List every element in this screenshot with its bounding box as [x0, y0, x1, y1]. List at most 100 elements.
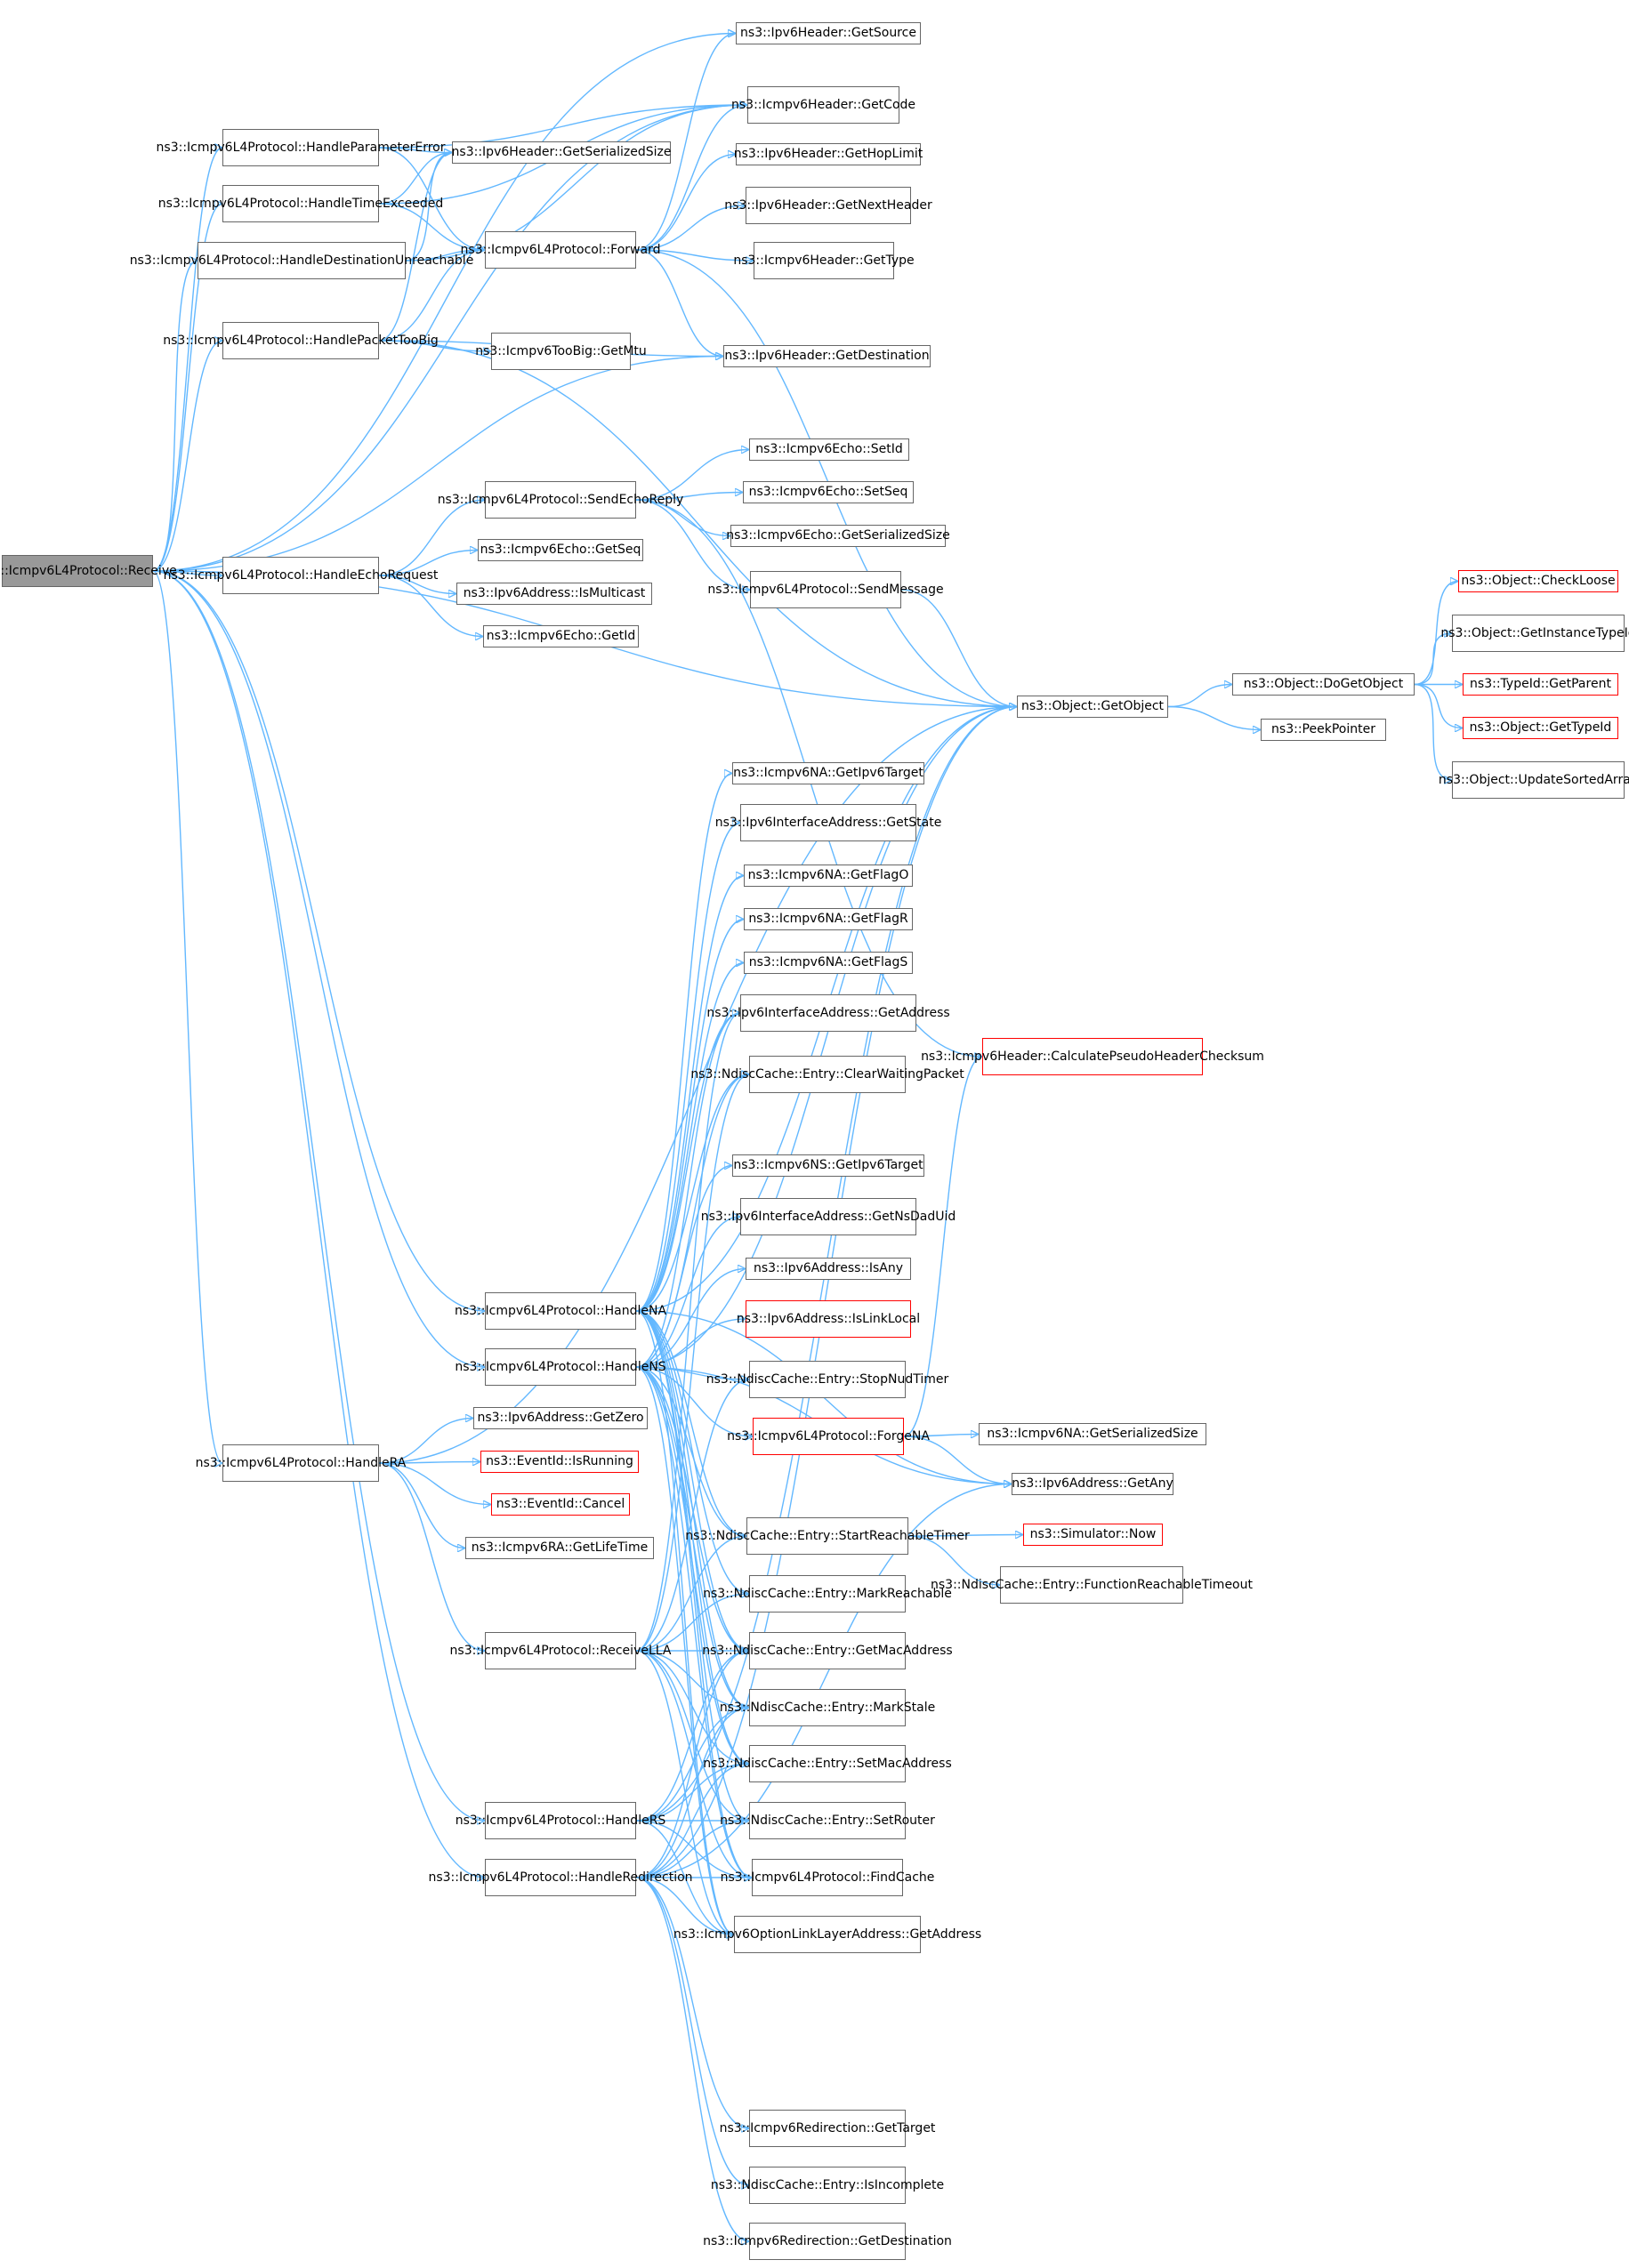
node-handlers[interactable]: ns3::Icmpv6L4Protocol::HandleRS	[456, 1802, 665, 1839]
node-icmpv6echo-setid[interactable]: ns3::Icmpv6Echo::SetId	[749, 438, 909, 461]
node-simulator-now[interactable]: ns3::Simulator::Now	[1023, 1524, 1163, 1546]
call-edge-receive_lla-to-set_mac_address	[635, 1650, 749, 1764]
node-ipv6header-gethoplimit[interactable]: ns3::Ipv6Header::GetHopLimit	[734, 143, 923, 165]
node-ipv6header-getdestination[interactable]: ns3::Ipv6Header::GetDestination	[723, 345, 931, 367]
node-sendmessage[interactable]: ns3::Icmpv6L4Protocol::SendMessage	[707, 571, 944, 608]
call-edge-handle_echo_request-to-echo_get_id	[378, 575, 483, 637]
call-edge-handle_redirection-to-get_any	[635, 1484, 1012, 1878]
node-object-gettypeid[interactable]: ns3::Object::GetTypeId	[1463, 717, 1618, 739]
call-edge-handle_ra-to-receive_lla	[378, 1462, 485, 1651]
node-ndisccache-entry-markstale[interactable]: ns3::NdiscCache::Entry::MarkStale	[720, 1689, 935, 1726]
node-eventid-cancel[interactable]: ns3::EventId::Cancel	[491, 1493, 630, 1516]
node-ipv6address-getzero[interactable]: ns3::Ipv6Address::GetZero	[473, 1407, 648, 1429]
node-object-getinstancetypeid[interactable]: ns3::Object::GetInstanceTypeId	[1440, 615, 1629, 652]
node-handlena[interactable]: ns3::Icmpv6L4Protocol::HandleNA	[455, 1292, 666, 1330]
call-edge-handle_redirection-to-set_mac_address	[635, 1764, 749, 1878]
node-ndisccache-entry-getmacaddress[interactable]: ns3::NdiscCache::Entry::GetMacAddress	[702, 1632, 953, 1669]
node-ipv6interfaceaddress-getaddress[interactable]: ns3::Ipv6InterfaceAddress::GetAddress	[706, 994, 950, 1032]
node-ipv6header-getsource[interactable]: ns3::Ipv6Header::GetSource	[736, 22, 921, 44]
node-object-getobject[interactable]: ns3::Object::GetObject	[1017, 696, 1168, 718]
node-ndisccache-entry-clearwaitingpacket[interactable]: ns3::NdiscCache::Entry::ClearWaitingPack…	[690, 1056, 964, 1093]
node-icmpv6redirection-getdestination[interactable]: ns3::Icmpv6Redirection::GetDestination	[703, 2223, 952, 2260]
node-ndisccache-entry-setmacaddress[interactable]: ns3::NdiscCache::Entry::SetMacAddress	[703, 1745, 952, 1782]
node-handlepackettoobig[interactable]: ns3::Icmpv6L4Protocol::HandlePacketTooBi…	[163, 322, 439, 359]
node-handleparametererror[interactable]: ns3::Icmpv6L4Protocol::HandleParameterEr…	[157, 129, 445, 166]
node-icmpv6na-getflags[interactable]: ns3::Icmpv6NA::GetFlagS	[744, 952, 913, 974]
call-edge-start_reachable_timer-to-simulator_now	[907, 1535, 1023, 1537]
node-handlera[interactable]: ns3::Icmpv6L4Protocol::HandleRA	[196, 1444, 406, 1482]
node-ipv6header-getserializedsize[interactable]: ns3::Ipv6Header::GetSerializedSize	[452, 141, 671, 164]
call-edge-receive-to-get_code	[152, 105, 747, 572]
call-edge-forward-to-get_code	[635, 105, 747, 251]
node-receivella[interactable]: ns3::Icmpv6L4Protocol::ReceiveLLA	[450, 1632, 671, 1669]
node-icmpv6na-getflago[interactable]: ns3::Icmpv6NA::GetFlagO	[744, 865, 913, 887]
call-edge-handle_parameter_error-to-forward	[378, 147, 485, 250]
node-icmpv6echo-setseq[interactable]: ns3::Icmpv6Echo::SetSeq	[743, 481, 914, 503]
call-edge-handle_ra-to-ra_get_life_time	[378, 1462, 465, 1548]
node-icmpv6echo-getid[interactable]: ns3::Icmpv6Echo::GetId	[483, 625, 639, 647]
call-edge-forward-to-get_type	[635, 249, 754, 261]
node-ipv6address-getany[interactable]: ns3::Ipv6Address::GetAny	[1012, 1473, 1173, 1495]
node-icmpv6echo-getserializedsize[interactable]: ns3::Icmpv6Echo::GetSerializedSize	[726, 525, 950, 547]
call-edge-handle_ra-to-get_zero	[378, 1419, 473, 1464]
node-ipv6address-ismulticast[interactable]: ns3::Ipv6Address::IsMulticast	[456, 583, 652, 605]
node-icmpv6header-calculatepseudoheaderchecksum[interactable]: ns3::Icmpv6Header::CalculatePseudoHeader…	[921, 1038, 1264, 1075]
call-edge-receive_lla-to-start_reachable_timer	[635, 1536, 746, 1652]
node-icmpv6header-getcode[interactable]: ns3::Icmpv6Header::GetCode	[731, 86, 915, 124]
node-handleredirection[interactable]: ns3::Icmpv6L4Protocol::HandleRedirection	[428, 1859, 693, 1896]
node-typeid-getparent[interactable]: ns3::TypeId::GetParent	[1463, 673, 1618, 696]
call-edge-handle_rs-to-get_mac_address	[635, 1651, 749, 1822]
node-eventid-isrunning[interactable]: ns3::EventId::IsRunning	[480, 1451, 639, 1473]
node-ipv6interfaceaddress-getstate[interactable]: ns3::Ipv6InterfaceAddress::GetState	[715, 804, 941, 841]
node-ndisccache-entry-stopnudtimer[interactable]: ns3::NdiscCache::Entry::StopNudTimer	[706, 1361, 948, 1398]
call-edge-handle_na-to-start_reachable_timer	[635, 1310, 746, 1536]
node-ndisccache-entry-startreachabletimer[interactable]: ns3::NdiscCache::Entry::StartReachableTi…	[685, 1517, 970, 1555]
node-icmpv6header-gettype[interactable]: ns3::Icmpv6Header::GetType	[733, 242, 915, 279]
node-icmpv6na-getipv6target[interactable]: ns3::Icmpv6NA::GetIpv6Target	[732, 762, 924, 784]
call-edge-handle_na-to-mark_reachable	[635, 1310, 749, 1594]
call-edge-receive-to-handle_redirection	[152, 570, 485, 1878]
node-forgena[interactable]: ns3::Icmpv6L4Protocol::ForgeNA	[727, 1418, 930, 1455]
node-object-updatesortedarray[interactable]: ns3::Object::UpdateSortedArray	[1439, 761, 1629, 799]
node-icmpv6na-getflagr[interactable]: ns3::Icmpv6NA::GetFlagR	[744, 908, 913, 930]
call-edge-handle_redirection-to-redirection_get_destination	[635, 1877, 749, 2241]
call-edge-handle_na-to-na_get_flag_s	[635, 963, 744, 1312]
node-ndisccache-entry-functionreachabletimeout[interactable]: ns3::NdiscCache::Entry::FunctionReachabl…	[931, 1566, 1253, 1604]
node-ipv6address-isany[interactable]: ns3::Ipv6Address::IsAny	[746, 1258, 911, 1280]
node-icmpv6ra-getlifetime[interactable]: ns3::Icmpv6RA::GetLifeTime	[465, 1537, 654, 1559]
node-ndisccache-entry-isincomplete[interactable]: ns3::NdiscCache::Entry::IsIncomplete	[711, 2167, 944, 2204]
node-handledestinationunreachable[interactable]: ns3::Icmpv6L4Protocol::HandleDestination…	[130, 242, 473, 279]
node-findcache[interactable]: ns3::Icmpv6L4Protocol::FindCache	[721, 1859, 934, 1896]
call-edge-handle_packet_too_big-to-get_object	[378, 340, 1017, 707]
call-edge-forward-to-get_hop_limit	[635, 155, 736, 251]
node-peekpointer[interactable]: ns3::PeekPointer	[1261, 719, 1386, 741]
call-edge-handle_redirection-to-get_object	[635, 707, 1017, 1878]
call-edge-receive_lla-to-find_cache	[635, 1650, 752, 1878]
node-icmpv6redirection-gettarget[interactable]: ns3::Icmpv6Redirection::GetTarget	[720, 2110, 935, 2147]
node-sendechoreply[interactable]: ns3::Icmpv6L4Protocol::SendEchoReply	[438, 481, 683, 519]
call-edge-handle_ns-to-set_mac_address	[635, 1366, 749, 1764]
node-ndisccache-entry-markreachable[interactable]: ns3::NdiscCache::Entry::MarkReachable	[703, 1575, 952, 1613]
node-handleechorequest[interactable]: ns3::Icmpv6L4Protocol::HandleEchoRequest	[164, 557, 438, 594]
node-handletimeexceeded[interactable]: ns3::Icmpv6L4Protocol::HandleTimeExceede…	[158, 185, 443, 222]
node-icmpv6na-getserializedsize[interactable]: ns3::Icmpv6NA::GetSerializedSize	[979, 1423, 1206, 1445]
node-handlens[interactable]: ns3::Icmpv6L4Protocol::HandleNS	[455, 1348, 666, 1386]
call-edge-receive-to-handle_destination_unreachable	[152, 261, 198, 572]
node-icmpv6ns-getipv6target[interactable]: ns3::Icmpv6NS::GetIpv6Target	[732, 1154, 924, 1177]
node-ipv6interfaceaddress-getnsdaduid[interactable]: ns3::Ipv6InterfaceAddress::GetNsDadUid	[701, 1198, 956, 1235]
node-forward[interactable]: ns3::Icmpv6L4Protocol::Forward	[461, 231, 660, 269]
call-edge-send_echo_reply-to-echo_set_seq	[635, 493, 743, 501]
node-icmpv6toobig-getmtu[interactable]: ns3::Icmpv6TooBig::GetMtu	[475, 333, 647, 370]
call-edge-do_get_object-to-get_instance_type_id	[1414, 633, 1452, 686]
node-icmpv6echo-getseq[interactable]: ns3::Icmpv6Echo::GetSeq	[478, 539, 643, 561]
call-edge-receive_lla-to-iface_get_address	[635, 1013, 741, 1652]
node-ndisccache-entry-setrouter[interactable]: ns3::NdiscCache::Entry::SetRouter	[720, 1802, 935, 1839]
node-object-dogetobject[interactable]: ns3::Object::DoGetObject	[1232, 673, 1415, 696]
call-edge-handle_redirection-to-is_incomplete	[635, 1877, 749, 2185]
node-receive[interactable]: ns3::Icmpv6L4Protocol::Receive	[0, 555, 177, 587]
node-object-checkloose[interactable]: ns3::Object::CheckLoose	[1458, 570, 1618, 592]
